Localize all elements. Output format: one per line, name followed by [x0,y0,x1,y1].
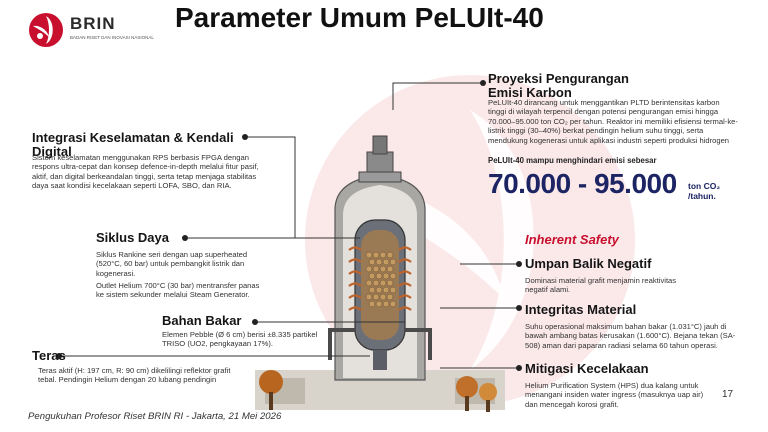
bahan-heading: Bahan Bakar [162,313,242,328]
leader-dot [516,365,522,371]
leader-dot [516,305,522,311]
tree-icon [479,383,497,412]
emission-unit: ton CO₂ /tahun. [688,181,721,201]
brand-name: BRIN [70,14,116,33]
footer-caption: Pengukuhan Profesor Riset BRIN RI - Jaka… [28,411,282,422]
umpan-heading: Umpan Balik Negatif [525,256,652,271]
tree-icon [259,370,283,410]
emission-value: 70.000 - 95.000 [488,168,677,199]
tree-icon [456,376,478,411]
emission-intro: PeLUIt-40 mampu menghindari emisi sebesa… [488,156,657,165]
umpan-text: Dominasi material grafit menjamin reakti… [525,276,677,295]
brin-logo[interactable]: BRIN BADAN RISET DAN INOVASI NASIONAL [28,12,188,52]
proyeksi-heading: Proyeksi Pengurangan Emisi Karbon [488,71,629,100]
leader-dot [182,235,188,241]
reactor-illustration [255,135,505,410]
brand-subtitle: BADAN RISET DAN INOVASI NASIONAL [70,35,154,40]
leader-dot [242,134,248,140]
teras-heading: Teras [32,348,66,363]
leader-dot [252,319,258,325]
bahan-text: Elemen Pebble (Ø 6 cm) berisi ±8.335 par… [162,330,318,349]
leader-dot [480,80,486,86]
integrasi-text: Sistem keselamatan menggunakan RPS berba… [32,153,259,191]
brin-logo-icon [29,13,63,47]
proyeksi-text: PeLUIt-40 dirancang untuk menggantikan P… [488,98,738,145]
integritas-text: Suhu operasional maksimum bahan bakar (1… [525,322,736,350]
integrasi-heading: Integrasi Keselamatan & Kendali Digital [32,130,234,159]
siklus-text-1: Siklus Rankine seri dengan uap superheat… [96,250,248,278]
page-title: Parameter Umum PeLUIt-40 [175,2,544,33]
siklus-heading: Siklus Daya [96,230,169,245]
integritas-heading: Integritas Material [525,302,637,317]
inherent-safety-label: Inherent Safety [525,232,619,247]
teras-text: Teras aktif (H: 197 cm, R: 90 cm) dikeli… [38,366,231,385]
mitigasi-text: Helium Purification System (HPS) dua kal… [525,381,704,409]
leader-dot [56,353,62,359]
leader-dot [516,261,522,267]
mitigasi-heading: Mitigasi Kecelakaan [525,361,649,376]
page-number: 17 [722,389,734,400]
siklus-text-2: Outlet Helium 700°C (30 bar) mentransfer… [96,281,260,300]
